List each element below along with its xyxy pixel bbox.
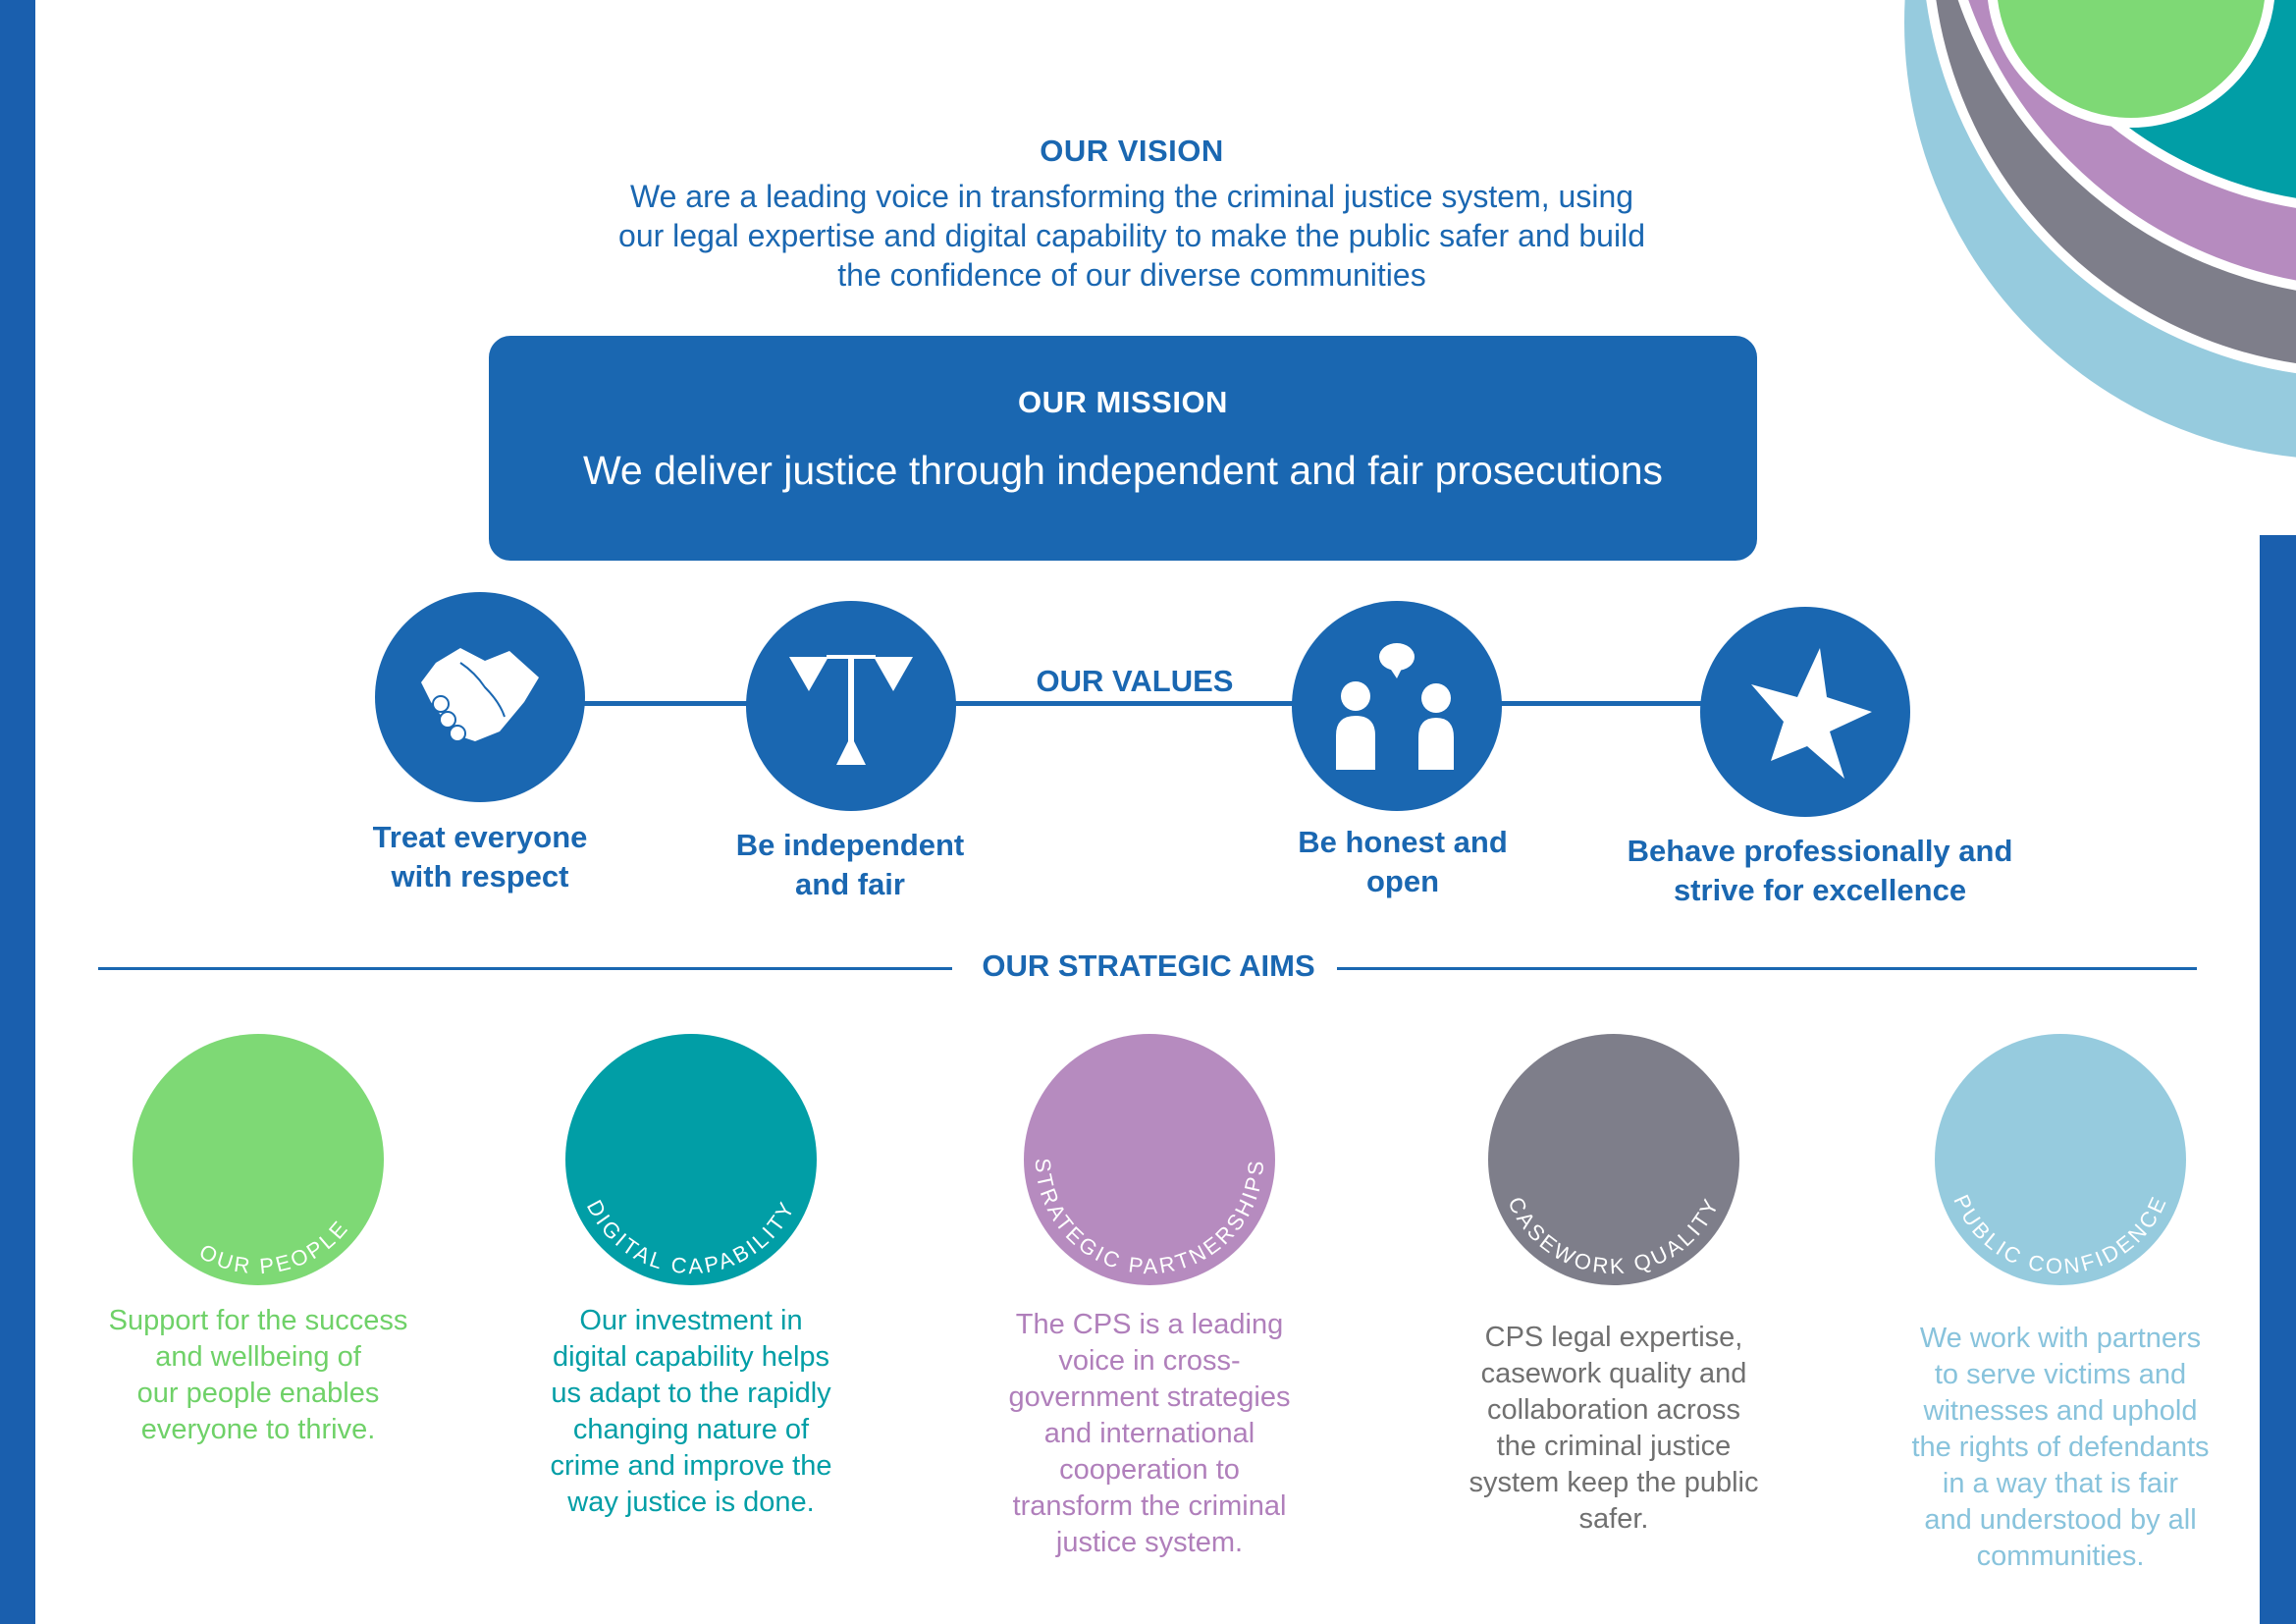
value-label: Be honest and open <box>1226 823 1579 901</box>
aim-description-line: safer. <box>1578 1503 1649 1535</box>
aim-description-line: We work with partners <box>1919 1323 2202 1354</box>
aim-description-line: the criminal justice <box>1496 1431 1732 1462</box>
aim-description-line: Our investment in <box>579 1305 803 1336</box>
vision-line: the confidence of our diverse communitie… <box>837 257 1426 293</box>
aim-description: Our investment in digital capability help… <box>514 1303 868 1521</box>
mission-text: We deliver justice through independent a… <box>582 448 1664 493</box>
people-talking-icon <box>1336 643 1454 770</box>
aims-divider-left <box>98 967 952 970</box>
aim-circle-shape <box>133 1034 384 1285</box>
value-label-line: Behave professionally and <box>1627 834 2013 868</box>
mission-box: OUR MISSION We deliver justice through i… <box>489 336 1757 561</box>
aim-description-line: Support for the success <box>108 1305 408 1336</box>
aim-description-line: witnesses and uphold <box>1923 1395 2198 1427</box>
vision-line: We are a leading voice in transforming t… <box>629 179 1634 214</box>
right-border-bar <box>2260 535 2296 1624</box>
aim-description-line: us adapt to the rapidly <box>551 1378 831 1409</box>
aim-description-line: our people enables <box>136 1378 380 1409</box>
aim-circle-shape <box>1024 1034 1275 1285</box>
aim-description-line: justice system. <box>1055 1527 1244 1558</box>
value-label-line: with respect <box>391 859 569 893</box>
aim-description-line: digital capability helps <box>552 1341 830 1373</box>
value-label-line: strive for excellence <box>1673 873 1967 907</box>
deco-circle-green <box>1988 0 2274 128</box>
value-label-line: Treat everyone <box>372 820 588 854</box>
values-title: OUR VALUES <box>982 664 1288 699</box>
aim-circle-shape <box>1488 1034 1739 1285</box>
value-circle-independent <box>746 601 956 811</box>
aim-description: CPS legal expertise, casework quality and… <box>1437 1320 1790 1538</box>
aim-description-line: system keep the public <box>1468 1467 1759 1498</box>
aim-description-line: government strategies <box>1008 1381 1291 1413</box>
aim-description-line: way justice is done. <box>567 1487 815 1518</box>
aim-description-line: and wellbeing of <box>155 1341 361 1373</box>
decorative-circles <box>1895 0 2296 467</box>
aim-description-line: and international <box>1043 1418 1255 1449</box>
aim-description: The CPS is a leading voice in cross-gover… <box>973 1307 1326 1561</box>
value-label-line: open <box>1365 864 1440 898</box>
aim-description-line: the rights of defendants <box>1911 1432 2210 1463</box>
aim-description-line: transform the criminal <box>1012 1490 1287 1522</box>
aim-description-line: to serve victims and <box>1934 1359 2187 1390</box>
scales-icon <box>789 655 913 765</box>
aim-circle: OUR PEOPLE <box>133 1034 384 1285</box>
aim-circle: STRATEGIC PARTNERSHIPS <box>1024 1034 1275 1285</box>
mission-title: OUR MISSION <box>1018 385 1228 419</box>
aim-circle: PUBLIC CONFIDENCE <box>1935 1034 2186 1285</box>
value-label-line: Be independent <box>735 828 965 862</box>
values-connector-line <box>550 701 1826 706</box>
aim-description-line: casework quality and <box>1480 1358 1747 1389</box>
aim-description-line: collaboration across <box>1487 1394 1740 1426</box>
aim-description-line: CPS legal expertise, <box>1484 1322 1743 1353</box>
aim-description-line: in a way that is fair <box>1942 1468 2179 1499</box>
value-label: Be independent and fair <box>673 826 1027 904</box>
aim-description-line: everyone to thrive. <box>140 1414 376 1445</box>
value-label: Treat everyone with respect <box>303 818 657 896</box>
aim-circle: CASEWORK QUALITY <box>1488 1034 1739 1285</box>
aim-description-line: voice in cross- <box>1058 1345 1241 1377</box>
value-label-line: Be honest and <box>1298 825 1508 859</box>
left-border-bar <box>0 0 35 1624</box>
aim-description: We work with partners to serve victims an… <box>1884 1321 2237 1575</box>
aim-description-line: The CPS is a leading <box>1015 1309 1284 1340</box>
value-circle-professional <box>1700 607 1910 817</box>
aim-circle-shape <box>1935 1034 2186 1285</box>
aim-description-line: cooperation to <box>1059 1454 1240 1486</box>
aims-title: OUR STRATEGIC AIMS <box>982 948 1315 983</box>
aim-circle: DIGITAL CAPABILITY <box>565 1034 817 1285</box>
aim-description-line: changing nature of <box>572 1414 810 1445</box>
handshake-icon <box>421 648 539 742</box>
value-label-line: and fair <box>795 867 905 901</box>
vision-section: OUR VISION We are a leading voice in tra… <box>491 134 1773 295</box>
aim-description-line: and understood by all <box>1924 1504 2197 1536</box>
value-circle-respect <box>375 592 585 802</box>
aim-description-line: communities. <box>1976 1541 2145 1572</box>
aim-circle-shape <box>565 1034 817 1285</box>
star-icon <box>1751 648 1872 779</box>
value-circle-honest <box>1292 601 1502 811</box>
value-label: Behave professionally and strive for exc… <box>1575 832 2065 910</box>
aim-description: Support for the success and wellbeing of o… <box>81 1303 435 1448</box>
aim-description-line: crime and improve the <box>550 1450 832 1482</box>
vision-title: OUR VISION <box>1040 134 1224 168</box>
aims-divider-right <box>1337 967 2197 970</box>
vision-line: our legal expertise and digital capabili… <box>618 218 1645 253</box>
